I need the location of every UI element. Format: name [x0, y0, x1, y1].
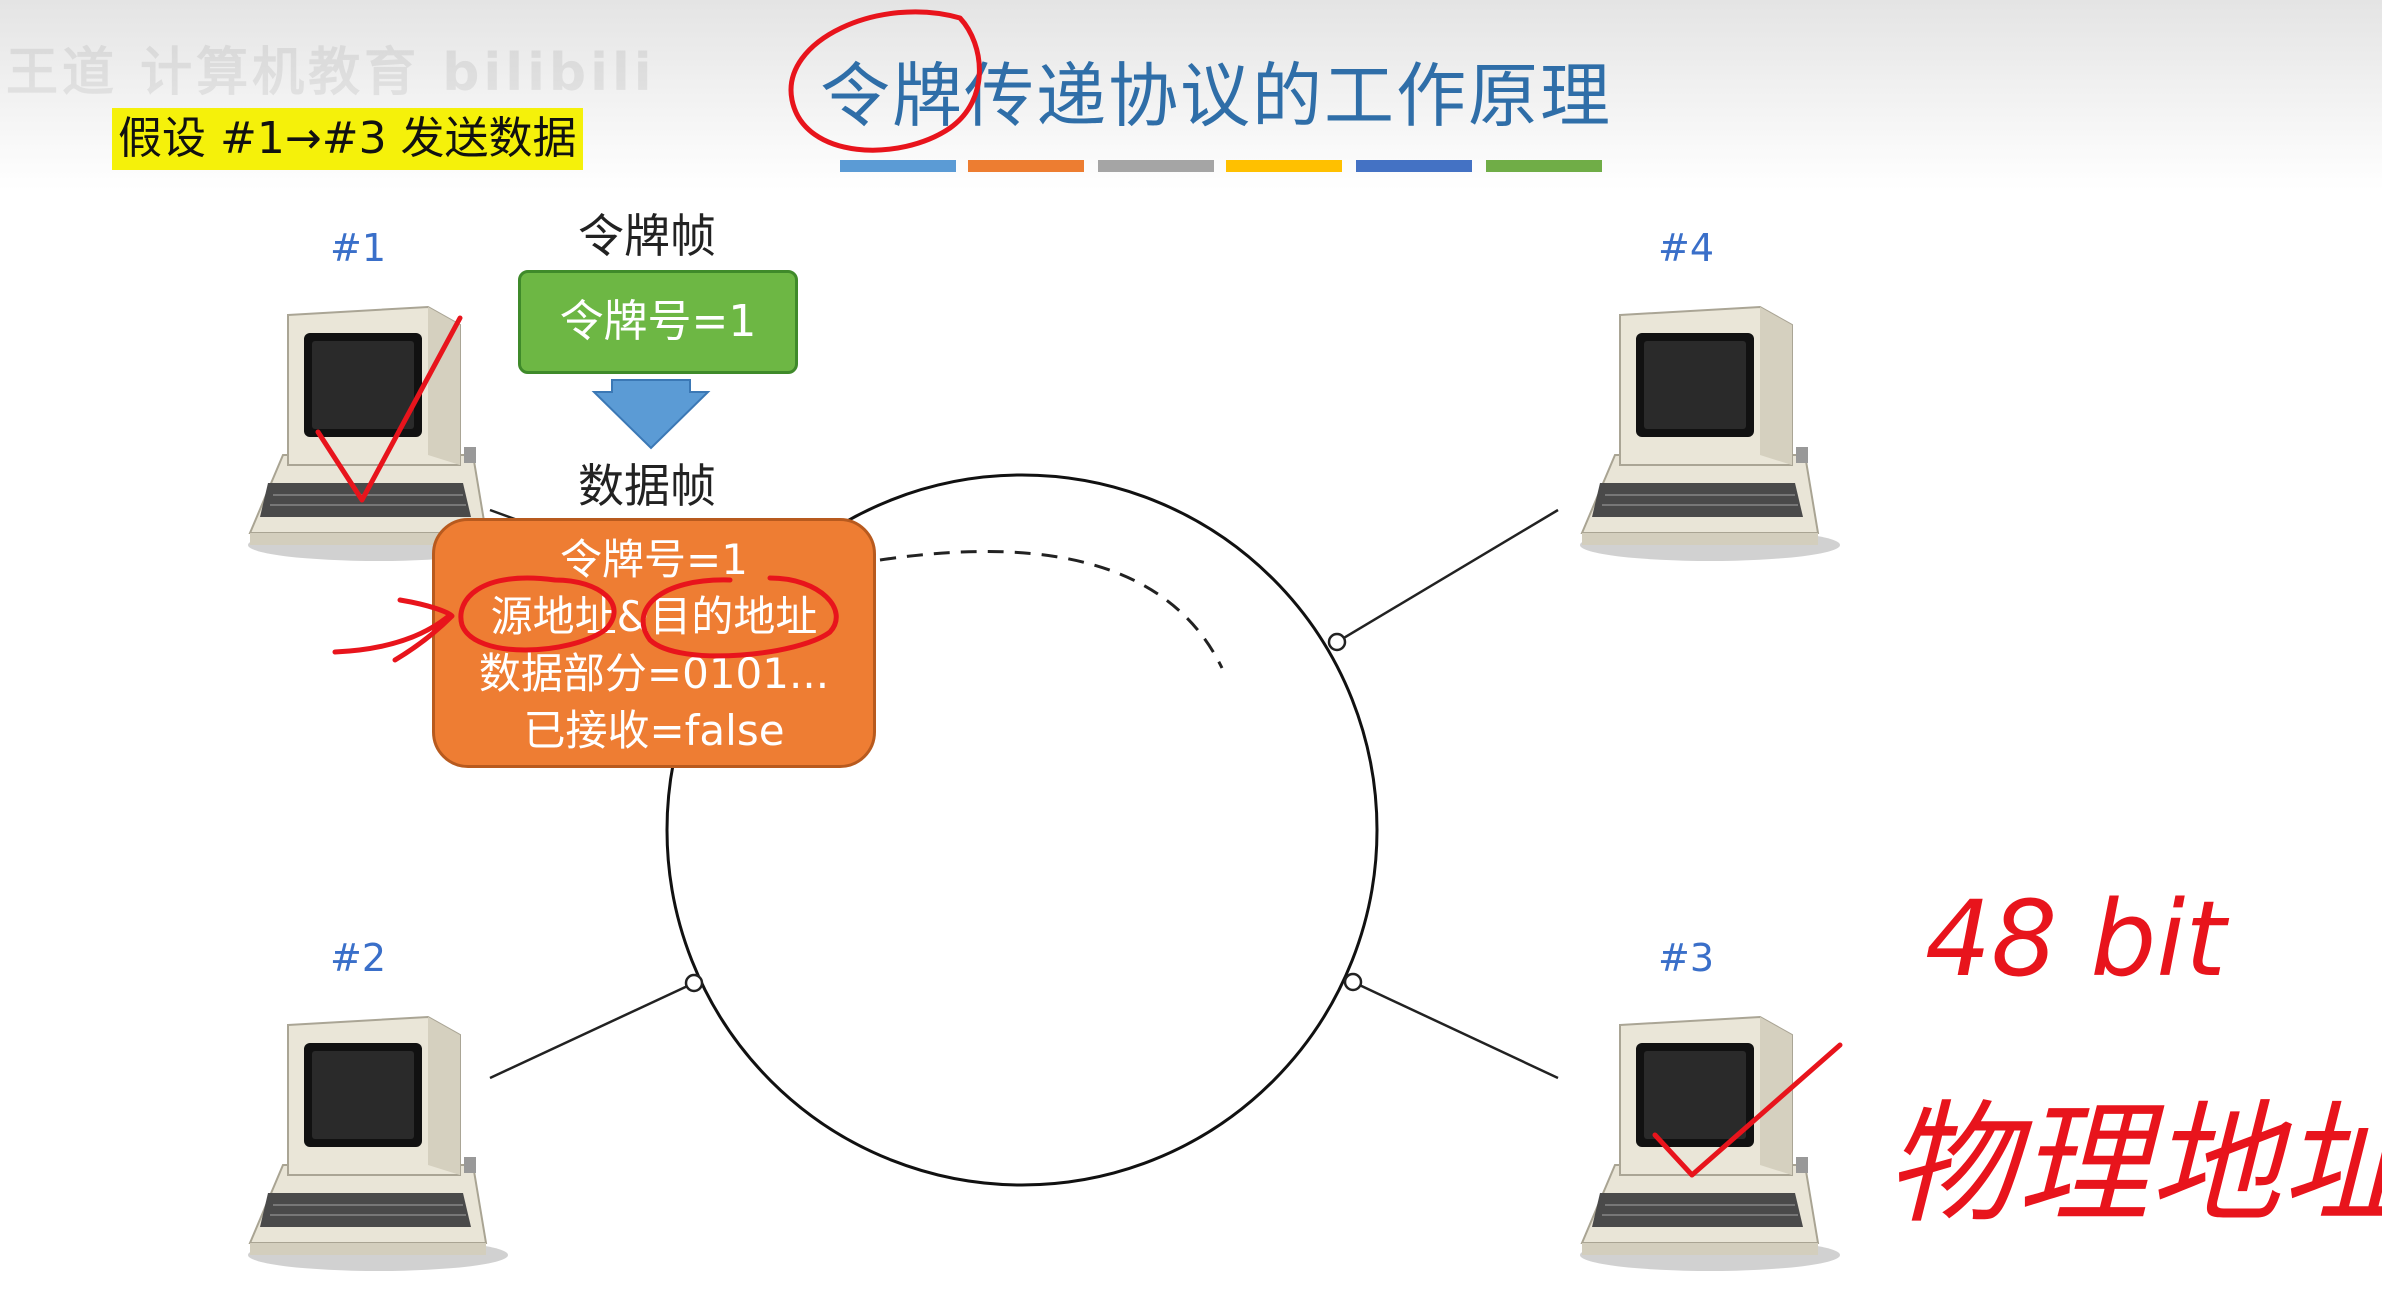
data-frame-token-number: 令牌号=1	[560, 535, 748, 584]
pointer-arrow-annotation	[332, 597, 455, 663]
title-bar-segment-6	[1486, 160, 1602, 172]
title-bar-segment-4	[1226, 160, 1342, 172]
down-arrow-icon	[591, 379, 711, 450]
note-physical-address: 物理地址	[1885, 1088, 2382, 1242]
destination-address-circle	[640, 575, 839, 659]
title-circle-annotation	[788, 9, 982, 153]
checkmark-n3	[1652, 1042, 1843, 1178]
data-frame-caption: 数据帧	[578, 459, 716, 513]
title-bar-segment-5	[1356, 160, 1472, 172]
title-bar-segment-2	[968, 160, 1084, 172]
tap-n3	[1343, 972, 1363, 992]
note-bits: 48 bit	[1925, 878, 2229, 1000]
title-bar-segment-3	[1098, 160, 1214, 172]
node-label-n2: #2	[330, 936, 387, 980]
link-n2	[489, 981, 695, 1080]
token-frame-caption: 令牌帧	[578, 209, 716, 263]
data-frame-payload: 数据部分=0101...	[478, 649, 830, 698]
tap-n2	[684, 973, 704, 993]
token-frame-box: 令牌号=1	[518, 270, 798, 374]
checkmark-n1	[315, 315, 463, 503]
source-address-circle	[458, 575, 617, 653]
data-frame-received-flag: 已接收=false	[523, 706, 785, 755]
node-label-n3: #3	[1658, 936, 1715, 980]
ring-cable	[665, 473, 1379, 1187]
token-direction-arc	[879, 550, 1224, 669]
assumption-banner: 假设 #1→#3 发送数据	[112, 108, 583, 170]
title-bar-segment-1	[840, 160, 956, 172]
tap-n4	[1327, 632, 1347, 652]
link-n3	[1352, 980, 1559, 1080]
node-label-n1: #1	[330, 226, 387, 270]
watermark: 王道 计算机教育 bilibili	[6, 43, 656, 103]
link-n4	[1336, 508, 1559, 644]
node-label-n4: #4	[1658, 226, 1715, 270]
slide-title: 令牌传递协议的工作原理	[820, 55, 1612, 137]
